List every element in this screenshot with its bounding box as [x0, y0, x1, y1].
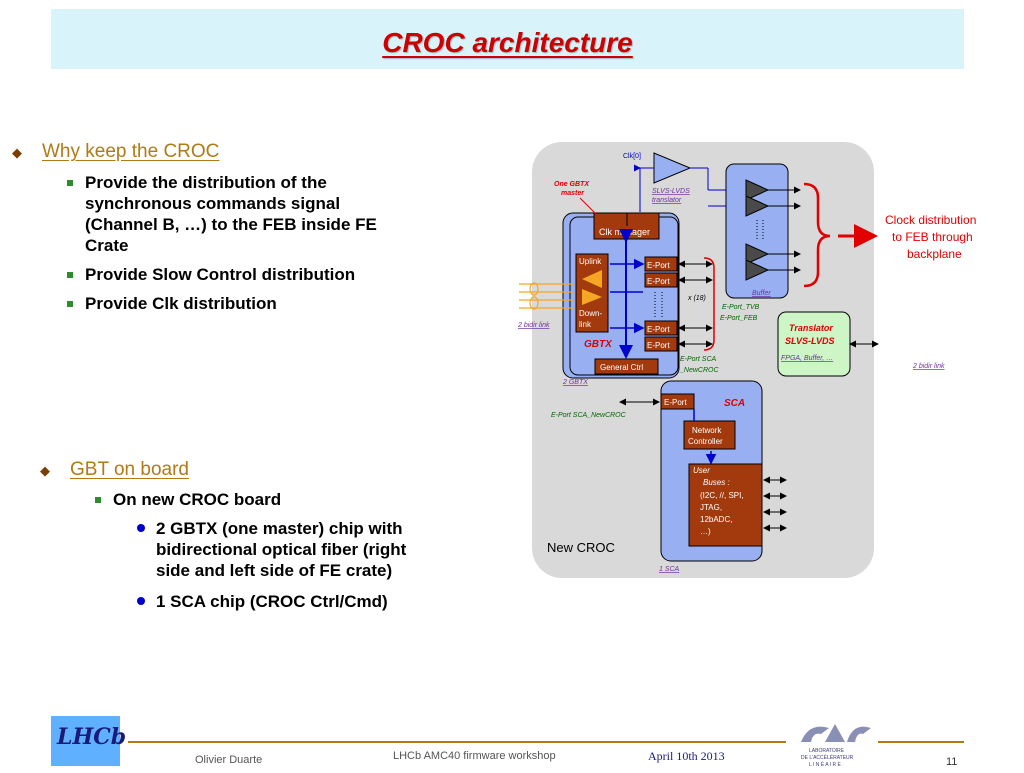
slide-title: CROC architecture — [382, 27, 633, 58]
bullet-line: 2 GBTX (one master) chip with — [156, 519, 403, 538]
one-sca-label: 1 SCA — [659, 566, 680, 573]
one-gbtx-master-label: master — [561, 190, 585, 197]
user-buses-label: …) — [700, 527, 711, 536]
bullet-line: Crate — [85, 236, 129, 255]
eport-label: E-Port — [647, 277, 670, 286]
section-heading-why-keep-croc: Why keep the CROC — [42, 141, 220, 162]
bullet-text: 1 SCA chip (CROC Ctrl/Cmd) — [156, 592, 388, 611]
bullet-text: On new CROC board — [113, 490, 282, 509]
buffer-icon — [745, 195, 770, 217]
uplink-label: Uplink — [579, 257, 602, 266]
square-bullet-icon — [67, 301, 73, 307]
eport-sca-newcroc-left-label: E-Port SCA_NewCROC — [551, 412, 627, 419]
optical-fiber-icon — [519, 282, 574, 310]
lal-logo: LABORATOIRE DE L'ACCÉLÉRATEUR L I N É A … — [795, 720, 873, 768]
bullet-text: 2 GBTX (one master) chip with bidirectio… — [156, 518, 476, 581]
eport-block — [644, 272, 678, 288]
eport-sca-newcroc-label: _NewCROC — [679, 367, 719, 374]
lhcb-logo: LHCb — [51, 716, 126, 766]
user-buses-label: JTAG, — [700, 503, 722, 512]
bullet-line: Provide the distribution of the — [85, 173, 327, 192]
lal-logo-text: LABORATOIRE — [809, 748, 845, 754]
square-bullet-icon — [95, 497, 101, 503]
translator-label: SLVS-LVDS — [785, 336, 835, 346]
bullet-text: Provide Clk distribution — [85, 294, 277, 313]
title-bar: CROC architecture — [51, 9, 964, 69]
downlink-arrow-icon — [582, 289, 602, 305]
eport-label: E-Port — [647, 341, 670, 350]
network-controller-label: Controller — [688, 437, 723, 446]
user-buses-label: (I2C, //, SPI, — [700, 491, 744, 500]
bullet-line: side and left side of FE crate) — [156, 561, 393, 580]
clock-distribution-label: to FEB through — [892, 230, 973, 244]
uplink-arrow-icon — [582, 270, 602, 288]
section-heading-gbt-on-board: GBT on board — [70, 459, 190, 480]
slvs-translator-label: translator — [652, 197, 682, 204]
lal-logo-text: DE L'ACCÉLÉRATEUR — [801, 754, 854, 761]
two-gbtx-label: 2 GBTX — [562, 379, 588, 386]
user-buses-label: Buses : — [703, 478, 730, 487]
x18-label: x (18) — [687, 295, 706, 302]
user-buses-label: 12bADC, — [700, 515, 732, 524]
eport-label: E-Port — [647, 261, 670, 270]
new-croc-label: New CROC — [547, 540, 615, 555]
diamond-bullet-icon: ◆ — [12, 145, 22, 160]
network-controller-label: Network — [692, 426, 722, 435]
eport-tvb-label: E-Port_TVB — [722, 304, 760, 311]
two-bidir-link-left: 2 bidir link — [517, 322, 550, 329]
buffer-icon — [745, 259, 770, 281]
clock-distribution-label: backplane — [907, 247, 962, 261]
user-buses-label: User — [693, 466, 710, 475]
buffer-chip — [725, 163, 789, 299]
translator-label: Translator — [789, 323, 833, 333]
footer-workshop: LHCb AMC40 firmware workshop — [393, 750, 556, 762]
bullet-line: (Channel B, …) to the FEB inside FE — [85, 215, 377, 234]
eport-sca-newcroc-label: E-Port SCA — [680, 356, 717, 363]
eport-feb-label: E-Port_FEB — [720, 315, 758, 322]
fpga-buffer-label: FPGA, Buffer, … — [781, 355, 833, 362]
gbtx-label: GBTX — [584, 339, 613, 350]
bullet-text: Provide Slow Control distribution — [85, 265, 356, 284]
clk-manager-label: Clk manager — [599, 227, 650, 237]
sca-eport-block — [660, 393, 695, 410]
user-buses-block — [688, 463, 763, 547]
eport-block — [644, 336, 678, 352]
two-bidir-link-right: 2 bidir link — [912, 363, 945, 370]
square-bullet-icon — [67, 272, 73, 278]
page-number: 11 — [946, 756, 958, 768]
sca-eport-label: E-Port — [664, 398, 687, 407]
buffer-icon — [745, 179, 770, 201]
clock-distribution-label: Clock distribution — [885, 213, 976, 227]
bullet-line: synchronous commands signal — [85, 194, 341, 213]
clk0-label: Clk[0] — [623, 153, 641, 160]
network-controller-block — [683, 420, 736, 450]
eport-block — [644, 320, 678, 336]
one-gbtx-master-label: One GBTX — [554, 181, 590, 188]
footer-divider — [878, 741, 964, 743]
sca-label: SCA — [724, 398, 745, 409]
diamond-bullet-icon: ◆ — [40, 463, 50, 478]
slvs-translator-label: SLVS-LVDS — [652, 188, 690, 195]
dot-bullet-icon — [137, 524, 145, 532]
buffer-label: Buffer — [752, 290, 771, 297]
red-brace-icon — [803, 182, 831, 288]
eport-label: E-Port — [647, 325, 670, 334]
downlink-label: link — [579, 320, 592, 329]
footer-author: Olivier Duarte — [195, 754, 263, 766]
bullet-text: Provide the distribution of the synchron… — [85, 172, 445, 256]
buffer-icon — [745, 243, 770, 265]
downlink-label: Down- — [579, 309, 602, 318]
eport-block — [644, 256, 678, 272]
footer-divider — [128, 741, 786, 743]
dot-bullet-icon — [137, 597, 145, 605]
lhcb-logo-text: LHCb — [57, 724, 127, 750]
footer-date: April 10th 2013 — [648, 749, 725, 763]
general-ctrl-label: General Ctrl — [600, 363, 643, 372]
square-bullet-icon — [67, 180, 73, 186]
lal-logo-text: L I N É A I R E — [809, 761, 841, 768]
bullet-line: bidirectional optical fiber (right — [156, 540, 407, 559]
general-ctrl-block — [594, 358, 659, 375]
